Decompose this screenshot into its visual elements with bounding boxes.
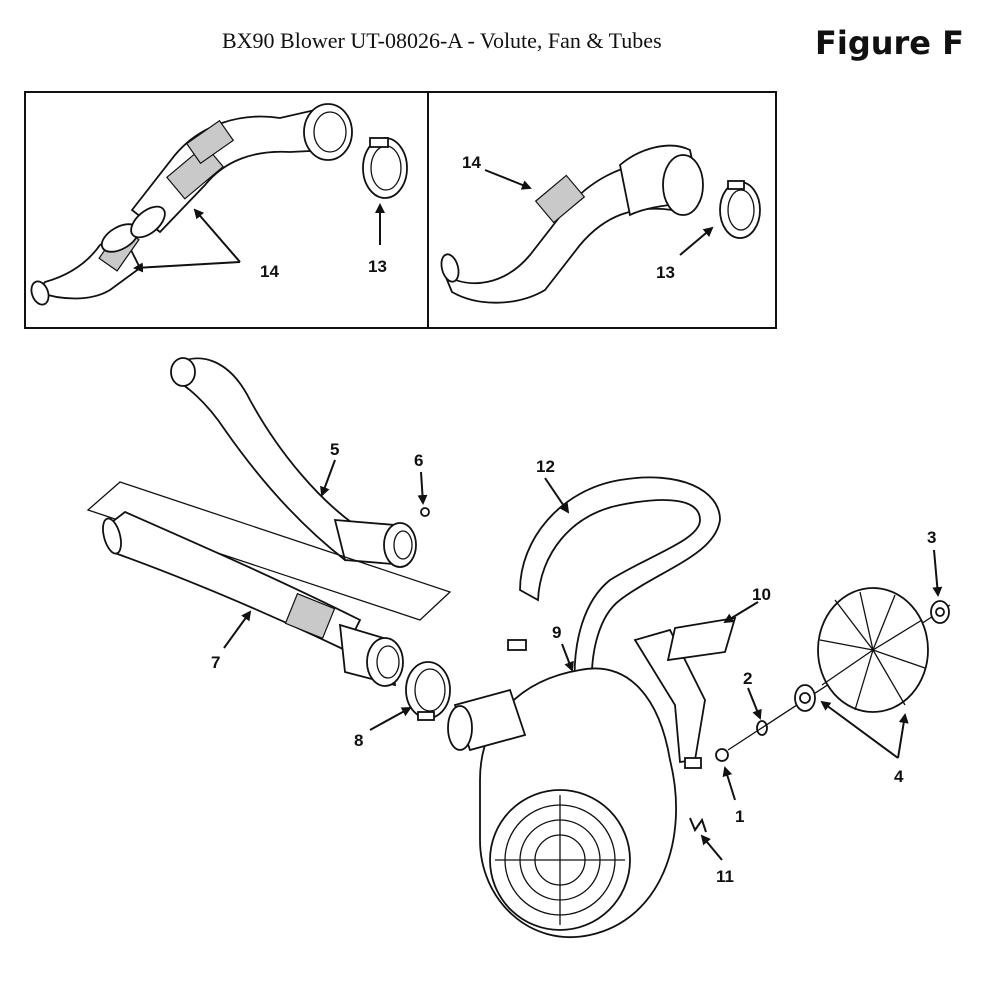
clamp-part-8: [405, 661, 451, 721]
callout-part-3: 3: [927, 528, 936, 547]
callout-part-4: 4: [894, 767, 904, 786]
long-tube-part-7: [86, 481, 452, 687]
screw-part-6: [420, 507, 430, 517]
diagram-title: BX90 Blower UT-08026-A - Volute, Fan & T…: [222, 28, 662, 53]
fan-part-4: [794, 587, 929, 713]
callout-part-8: 8: [354, 731, 363, 750]
callout-inset-right-14: 14: [462, 153, 481, 172]
callout-part-2: 2: [743, 669, 752, 688]
figure-label: Figure F: [815, 24, 964, 62]
callout-part-11: 11: [716, 867, 734, 886]
callout-part-9: 9: [552, 623, 561, 642]
callout-part-1: 1: [735, 807, 744, 826]
inset-left-tube-assembly: [30, 103, 408, 306]
washer-part-3: [930, 600, 950, 624]
callout-inset-left-14: 14: [260, 262, 279, 281]
callout-inset-left-13: 13: [368, 257, 387, 276]
strap-part-12: [507, 476, 721, 769]
volute-housing-part-9: [447, 667, 677, 938]
callout-part-6: 6: [414, 451, 423, 470]
inset-right-tube-assembly: [440, 144, 761, 304]
callout-part-10: 10: [752, 585, 771, 604]
flex-tube-part-5: [170, 357, 417, 568]
callout-part-7: 7: [211, 653, 220, 672]
label-part-10: [666, 616, 737, 662]
clip-part-11: [689, 817, 707, 833]
callout-inset-right-13: 13: [656, 263, 675, 282]
callout-part-12: 12: [536, 457, 555, 476]
callout-part-5: 5: [330, 440, 339, 459]
nut-part-1: [715, 748, 729, 762]
